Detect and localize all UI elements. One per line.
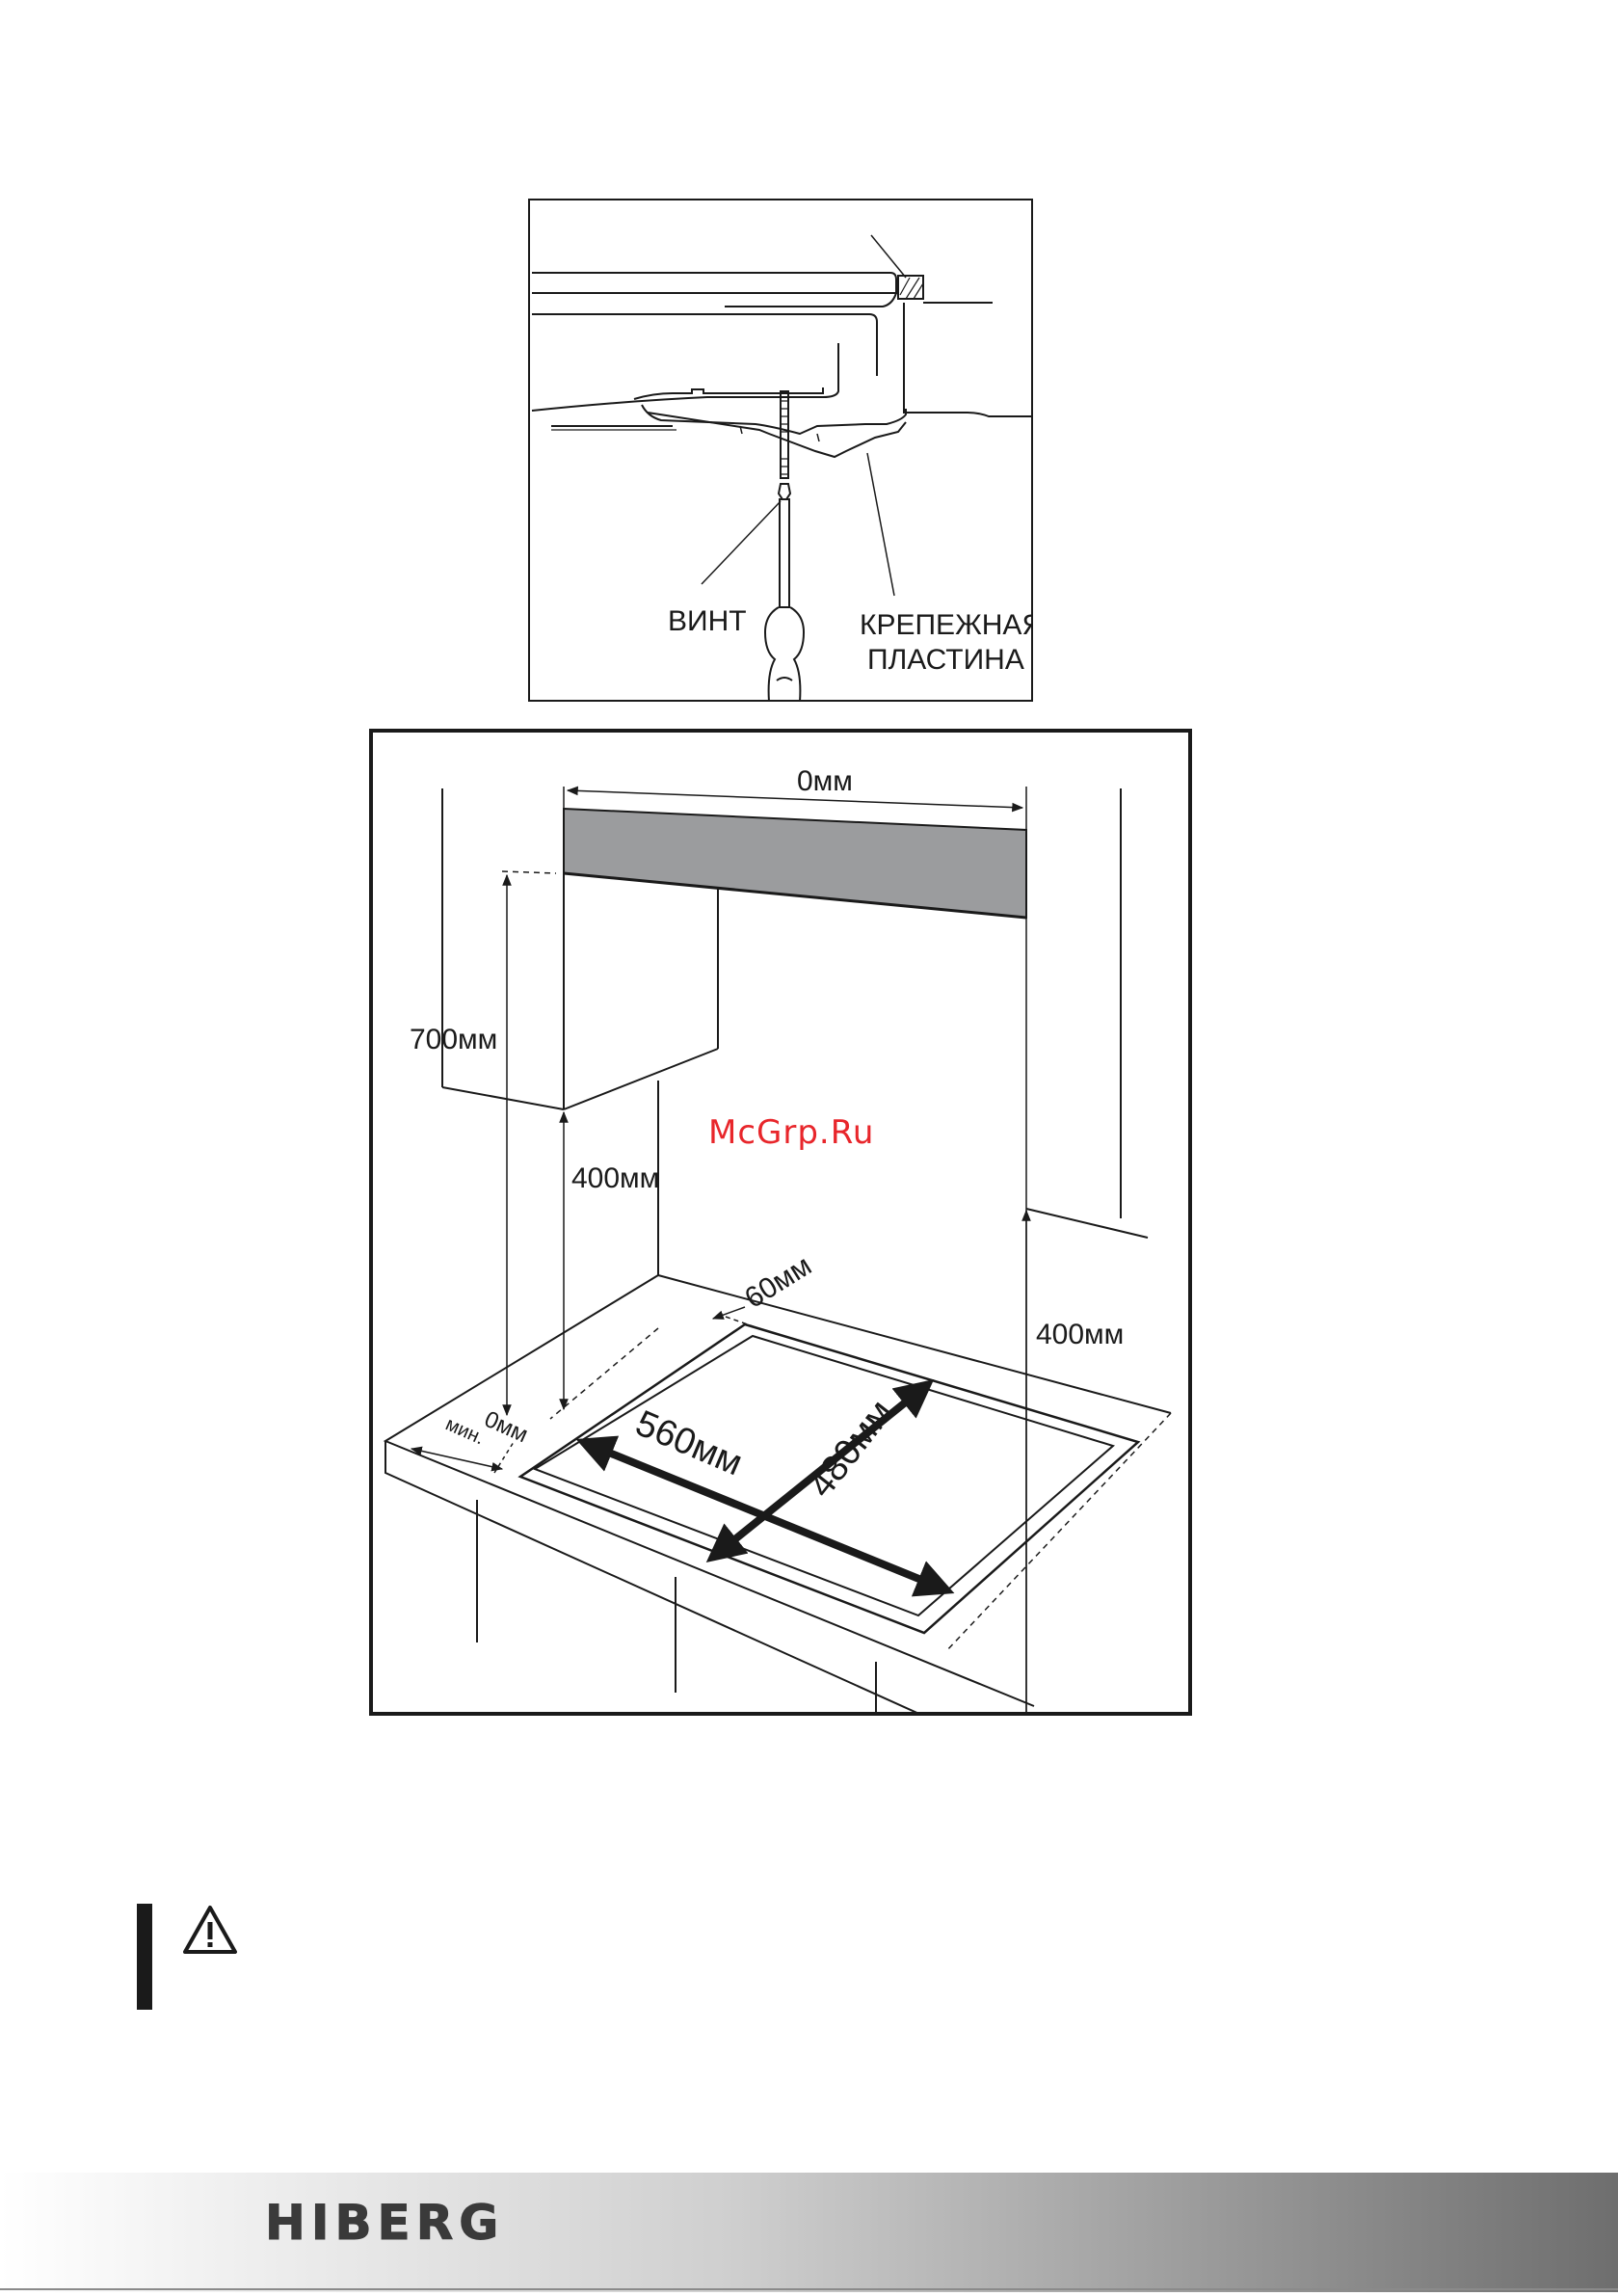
seal-leader [871,235,906,278]
warning-bar [137,1904,152,2010]
plate-label-line2: ПЛАСТИНА [867,644,1024,676]
rear-gap-label: 60мм [739,1249,817,1315]
cutout-depth-label: 480мм [801,1393,901,1506]
screw-label: ВИНТ [668,605,747,637]
brand-text: HIBERG [265,2195,504,2249]
plate-leader [867,453,894,596]
height-hood-label: 400мм [571,1162,659,1194]
screwdriver-icon [765,484,804,702]
installation-dimensions-figure: 0мм 700мм 400мм 400мм 60мм 0мм мин. 560м… [369,729,1192,1716]
side-gap-suffix-label: мин. [442,1413,488,1449]
width-dimension-line [568,790,1022,808]
screw-leader [702,501,781,584]
plate-label-line1: КРЕПЕЖНАЯ [860,609,1033,641]
side-gap-value-label: 0мм [481,1406,532,1449]
watermark: McGrp.Ru [708,1113,874,1152]
warning-triangle-icon [181,1904,239,1956]
screw-icon [781,391,788,478]
brand-logo: HIBERG [265,2195,573,2249]
seal [898,276,923,299]
footer-line [0,2288,1618,2290]
hob-panel [532,273,896,293]
height-right-label: 400мм [1036,1319,1124,1350]
footer-band [0,2173,1618,2292]
height-left-label: 700мм [410,1024,497,1055]
fixing-plate [642,405,906,434]
hood [564,809,1026,918]
mounting-detail-figure: ВИНТ КРЕПЕЖНАЯ ПЛАСТИНА [528,199,1033,702]
countertop-edge [904,303,1033,416]
width-top-label: 0мм [797,765,853,797]
